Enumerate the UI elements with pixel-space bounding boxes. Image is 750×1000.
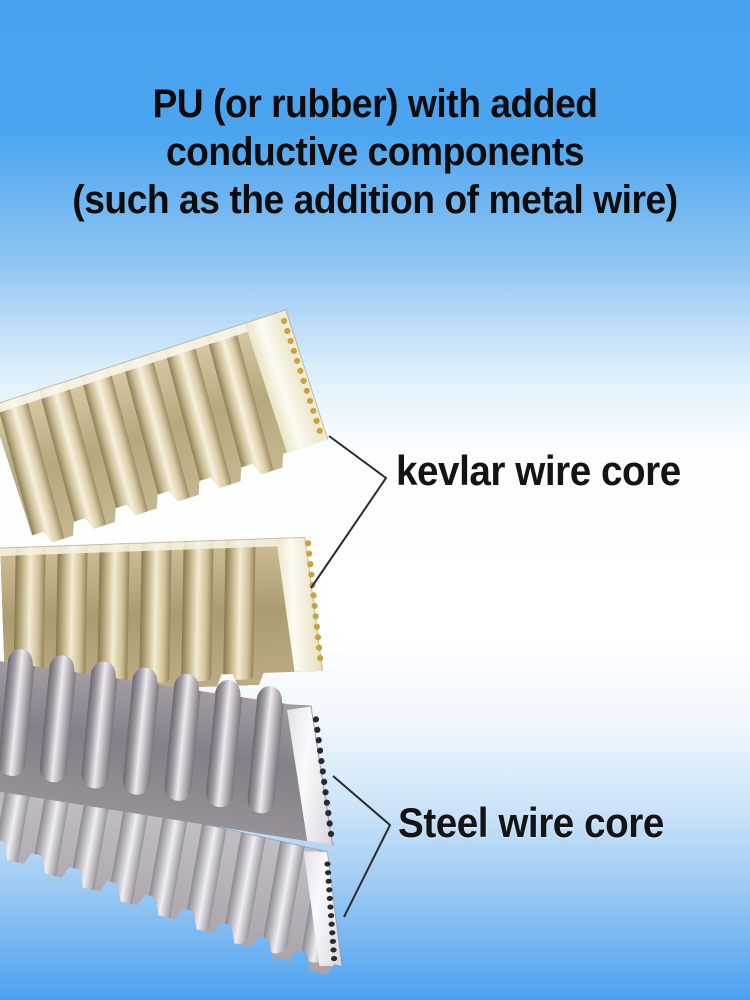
kevlar-leader-line xyxy=(310,435,387,589)
steel-leader-line xyxy=(332,775,391,918)
steel-belt-upper xyxy=(0,646,355,846)
kevlar-belt-middle xyxy=(0,536,324,694)
kevlar-belt-top xyxy=(0,309,332,548)
title-line-1: PU (or rubber) with added xyxy=(152,82,598,126)
kevlar-wire-core-label: kevlar wire core xyxy=(396,447,681,494)
title-line-2: conductive components xyxy=(165,130,585,174)
page-title: PU (or rubber) with added conductive com… xyxy=(26,80,724,224)
steel-wire-core-label: Steel wire core xyxy=(398,799,664,846)
title-line-3: (such as the addition of metal wire) xyxy=(72,178,678,222)
